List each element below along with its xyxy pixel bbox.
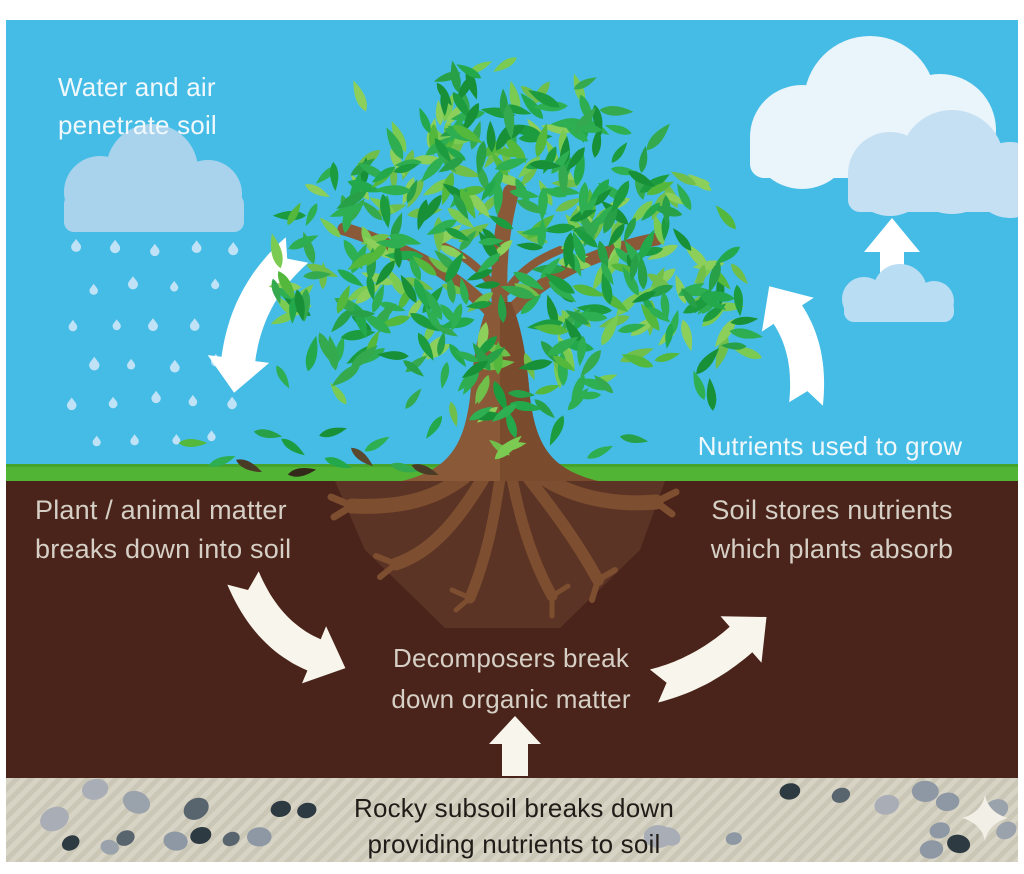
pebble bbox=[919, 840, 944, 859]
soil-stores-line2: which plants absorb bbox=[710, 534, 954, 564]
water-air-label: Water and air penetrate soil bbox=[58, 68, 217, 144]
nutrients-to-tree-arrow-icon bbox=[761, 286, 825, 406]
plant-matter-label: Plant / animal matter breaks down into s… bbox=[35, 491, 291, 569]
nutrients-grow-text: Nutrients used to grow bbox=[697, 431, 963, 461]
nutrients-grow-label: Nutrients used to grow bbox=[680, 427, 980, 465]
curved-arrow-shape bbox=[227, 571, 346, 684]
pebble bbox=[874, 794, 900, 815]
rocky-subsoil-line2: providing nutrients to soil bbox=[367, 829, 661, 859]
pebble bbox=[222, 831, 240, 847]
rocky-subsoil-label: Rocky subsoil breaks down providing nutr… bbox=[314, 790, 714, 862]
pebble bbox=[725, 832, 742, 845]
soil-stores-label: Soil stores nutrients which plants absor… bbox=[682, 491, 982, 569]
pebble bbox=[116, 830, 135, 846]
tree-trunk-shade bbox=[500, 302, 598, 481]
decomposers-to-soil-arrow-icon bbox=[649, 616, 767, 703]
evaporation-up-arrow-icon bbox=[864, 218, 920, 310]
decomposers-line1: Decomposers break bbox=[392, 643, 630, 673]
subsoil-up-arrow-icon bbox=[489, 716, 541, 776]
pebble bbox=[81, 778, 109, 800]
water-air-line2: penetrate soil bbox=[58, 110, 217, 140]
pebble bbox=[929, 822, 950, 839]
decomposers-label: Decomposers break down organic matter bbox=[361, 638, 661, 720]
matter-to-decomposers-arrow-icon bbox=[227, 571, 346, 684]
pebble bbox=[996, 821, 1017, 840]
plant-matter-line2: breaks down into soil bbox=[35, 534, 292, 564]
pebble bbox=[247, 827, 272, 847]
cloud-small-icon bbox=[842, 264, 954, 322]
pebble bbox=[643, 825, 673, 848]
pebble bbox=[163, 831, 188, 851]
subsoil-pebbles bbox=[40, 778, 1017, 859]
soil-stores-line1: Soil stores nutrients bbox=[711, 495, 953, 525]
root-zone bbox=[335, 481, 665, 628]
rain-cloud-icon bbox=[64, 124, 244, 232]
pebble bbox=[190, 826, 212, 845]
pebble bbox=[122, 790, 151, 814]
pebble bbox=[831, 787, 851, 803]
pebble bbox=[183, 797, 209, 820]
pebble bbox=[270, 800, 291, 818]
sparkle-icon bbox=[962, 795, 1008, 841]
pebble bbox=[40, 806, 69, 832]
pebble bbox=[61, 835, 80, 851]
cloud-medium-icon bbox=[848, 110, 1018, 218]
pebble bbox=[947, 834, 971, 854]
rocky-subsoil-line1: Rocky subsoil breaks down bbox=[353, 793, 675, 823]
plant-matter-line1: Plant / animal matter bbox=[35, 495, 287, 525]
pebble bbox=[911, 780, 939, 803]
tree bbox=[266, 54, 764, 481]
water-air-line1: Water and air bbox=[58, 72, 216, 102]
pebble bbox=[935, 792, 960, 812]
decomposers-line2: down organic matter bbox=[391, 684, 631, 714]
pebble bbox=[100, 839, 119, 855]
curved-arrow-shape bbox=[649, 616, 767, 703]
curved-arrow-shape bbox=[761, 286, 825, 406]
pebble bbox=[779, 783, 801, 800]
pebble bbox=[297, 802, 317, 819]
